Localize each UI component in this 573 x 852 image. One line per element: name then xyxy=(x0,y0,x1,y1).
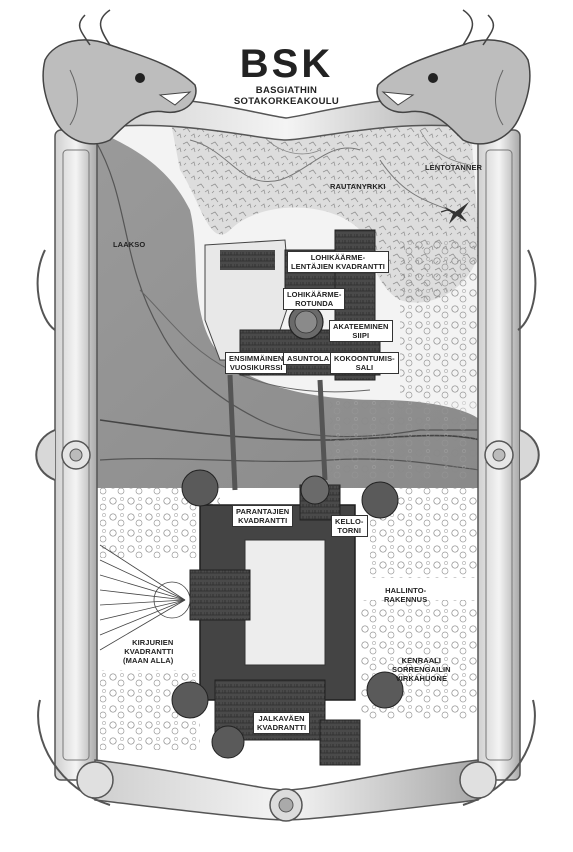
gargoyle-head-right xyxy=(376,9,531,145)
scribe-rays xyxy=(99,544,191,651)
label-kirjurien: KIRJURIEN KVADRANTTI (MAAN ALLA) xyxy=(123,638,174,665)
label-ensimmainen: ENSIMMÄINEN VUOSIKURSSI xyxy=(225,352,288,374)
label-laakso: LAAKSO xyxy=(113,240,146,249)
map-title: BSK xyxy=(239,42,334,86)
label-asuntola: ASUNTOLA xyxy=(283,352,334,365)
label-kellotorni: KELLO- TORNI xyxy=(331,515,368,537)
label-rautanyrkki: RAUTANYRKKI xyxy=(330,182,386,191)
label-kokoontumissali: KOKOONTUMIS- SALI xyxy=(330,352,399,374)
gargoyle-head-left xyxy=(42,9,197,145)
label-akateeminen: AKATEEMINEN SIIPI xyxy=(329,320,393,342)
dragon-icon xyxy=(440,202,469,224)
label-lentotanner: LENTOTANNER xyxy=(425,163,483,172)
label-lohikaarmelentajien: LOHIKÄÄRME- LENTÄJIEN KVADRANTTI xyxy=(287,251,389,273)
label-kenraali: KENRAALI SORRENGAILIN VIRKAHUONE xyxy=(392,656,451,683)
label-parantajien: PARANTAJIEN KVADRANTTI xyxy=(232,505,294,527)
ornate-frame xyxy=(35,96,540,822)
upper-citadel xyxy=(204,229,381,491)
label-lohikaarmerotunda: LOHIKÄÄRME- ROTUNDA xyxy=(283,288,346,310)
lower-quadrangle xyxy=(171,469,404,766)
label-jalkavaen: JALKAVÄEN KVADRANTTI xyxy=(253,712,311,734)
map-subtitle-line2: SOTAKORKEAKOULU xyxy=(233,96,340,107)
label-hallintorakennus: HALLINTO- RAKENNUS xyxy=(384,586,428,604)
map-subtitle-line1: BASGIATHIN xyxy=(255,85,318,96)
